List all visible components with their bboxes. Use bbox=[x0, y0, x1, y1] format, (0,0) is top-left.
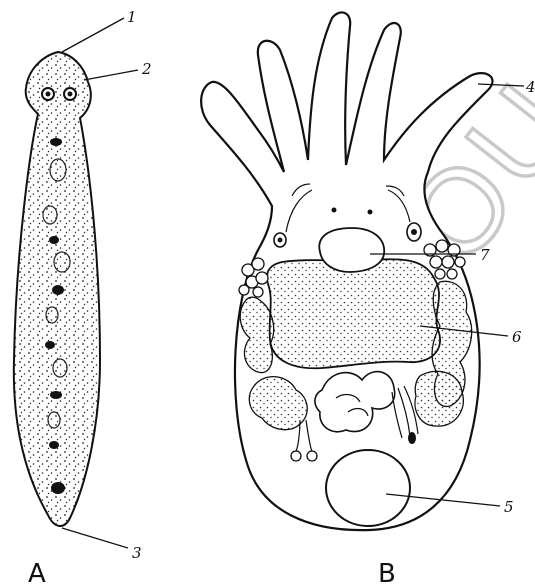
panel-b-caption: B bbox=[378, 559, 396, 585]
panel-b-upper-sac bbox=[319, 228, 384, 272]
label-1: 1 bbox=[127, 8, 137, 26]
panel-b-central-mass bbox=[267, 259, 440, 368]
label-7: 7 bbox=[480, 246, 490, 264]
label-2: 2 bbox=[141, 60, 152, 78]
label-5: 5 bbox=[504, 498, 514, 516]
label-4: 4 bbox=[525, 78, 535, 96]
label-3: 3 bbox=[132, 544, 142, 562]
label-6: 6 bbox=[512, 328, 522, 346]
panel-b-organism bbox=[201, 12, 492, 530]
panel-a-organism bbox=[14, 52, 100, 526]
panel-a-caption: A bbox=[28, 559, 46, 585]
panel-b-lower-right-gland bbox=[415, 371, 463, 426]
panel-b-lower-vesicle bbox=[326, 450, 410, 526]
